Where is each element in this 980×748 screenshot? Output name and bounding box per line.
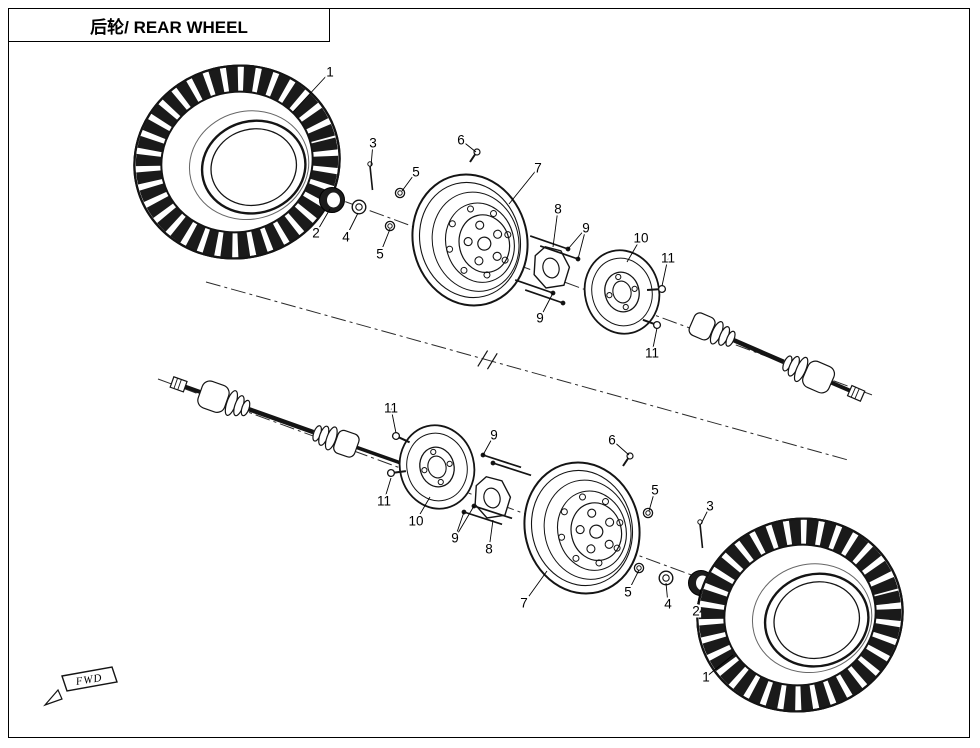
callout-label-4: 4 — [342, 230, 350, 245]
fwd-label: FWD — [74, 672, 103, 688]
callout-label-10: 10 — [633, 231, 648, 246]
callout-leader-11 — [383, 477, 392, 502]
callout-label-5: 5 — [651, 483, 659, 498]
callout-label-10: 10 — [408, 514, 423, 529]
callout-leader-11 — [390, 407, 397, 434]
callout-label-6: 6 — [457, 133, 465, 148]
callout-label-9: 9 — [536, 311, 544, 326]
callout-leader-6 — [611, 439, 630, 456]
callout-label-8: 8 — [485, 542, 493, 557]
page-title: 后轮/ REAR WHEEL — [90, 17, 248, 37]
callout-label-5: 5 — [412, 165, 420, 180]
brake-disc-lower — [390, 416, 484, 518]
wheel-hub-lower — [468, 471, 516, 523]
callout-leader-1 — [705, 654, 734, 678]
callout-label-9: 9 — [582, 221, 590, 236]
drive-shaft-lower — [169, 376, 416, 470]
callout-label-9: 9 — [490, 428, 498, 443]
callout-label-2: 2 — [692, 604, 700, 619]
callout-leader-11 — [651, 327, 658, 354]
callout-label-3: 3 — [706, 499, 714, 514]
callout-label-11: 11 — [384, 401, 398, 416]
fwd-indicator: FWD — [43, 666, 118, 707]
callout-leader-8 — [552, 208, 559, 248]
callout-leader-2 — [315, 208, 331, 234]
callout-leader-8 — [488, 519, 494, 550]
cotter-pin-upper — [366, 161, 374, 191]
wheel-rim-upper — [397, 161, 543, 319]
axle-nut-lower — [658, 570, 674, 586]
callout-leader-5 — [648, 489, 656, 512]
break-marks — [477, 350, 498, 370]
callout-leader-9 — [454, 511, 465, 539]
callout-label-8: 8 — [554, 202, 562, 217]
callout-label-7: 7 — [534, 161, 542, 176]
callout-leader-4 — [345, 212, 359, 238]
callout-leader-5 — [379, 228, 391, 255]
callout-leader-5 — [627, 569, 640, 593]
callout-label-11: 11 — [645, 346, 659, 361]
callout-leader-4 — [665, 582, 669, 605]
cotter-pin-lower — [696, 518, 704, 549]
callout-label-4: 4 — [664, 597, 672, 612]
callout-leader-7 — [508, 167, 539, 205]
callout-leader-6 — [460, 139, 477, 153]
callout-label-7: 7 — [520, 596, 528, 611]
callout-leader-2 — [695, 588, 702, 612]
title-box: 后轮/ REAR WHEEL — [8, 8, 330, 42]
axle-nut-upper — [351, 199, 367, 215]
drive-shaft-upper — [688, 312, 866, 403]
callout-leader-10 — [415, 496, 431, 522]
tire-lower — [677, 497, 923, 733]
callout-label-3: 3 — [369, 136, 377, 151]
lug-nut-lower-1 — [642, 507, 654, 519]
callout-label-11: 11 — [661, 251, 675, 266]
callout-leader-3 — [700, 505, 711, 525]
callout-leader-9 — [577, 227, 587, 260]
hub-cap-upper — [319, 187, 345, 213]
callout-leader-9 — [454, 505, 475, 539]
valve-stem-lower — [622, 452, 634, 467]
lug-nut-lower-2 — [633, 562, 645, 574]
callout-leader-9 — [482, 434, 495, 456]
callout-leader-1 — [292, 71, 331, 113]
callout-label-1: 1 — [702, 670, 710, 685]
callout-label-9: 9 — [451, 531, 459, 546]
callout-leader-9 — [539, 292, 554, 319]
callout-leader-9 — [567, 227, 587, 250]
callout-leader-5 — [401, 171, 417, 192]
callout-label-1: 1 — [326, 65, 334, 80]
callout-leader-3 — [370, 142, 374, 167]
fwd-arrow-icon — [43, 688, 63, 707]
callout-label-2: 2 — [312, 226, 320, 241]
callout-layer: 1 3 5 6 7 2 4 5 8 9 10 11 9 11 11 9 6 11 10 9 8 7 5 3 5 4 2 1 — [292, 63, 734, 687]
callout-leader-11 — [661, 257, 669, 287]
callout-leader-7 — [523, 570, 548, 604]
callout-label-5: 5 — [376, 247, 384, 262]
callout-label-11: 11 — [377, 494, 391, 509]
callout-leader-10 — [626, 237, 642, 263]
callout-label-6: 6 — [608, 433, 616, 448]
callout-label-5: 5 — [624, 585, 632, 600]
wheel-rim-lower — [509, 449, 655, 607]
